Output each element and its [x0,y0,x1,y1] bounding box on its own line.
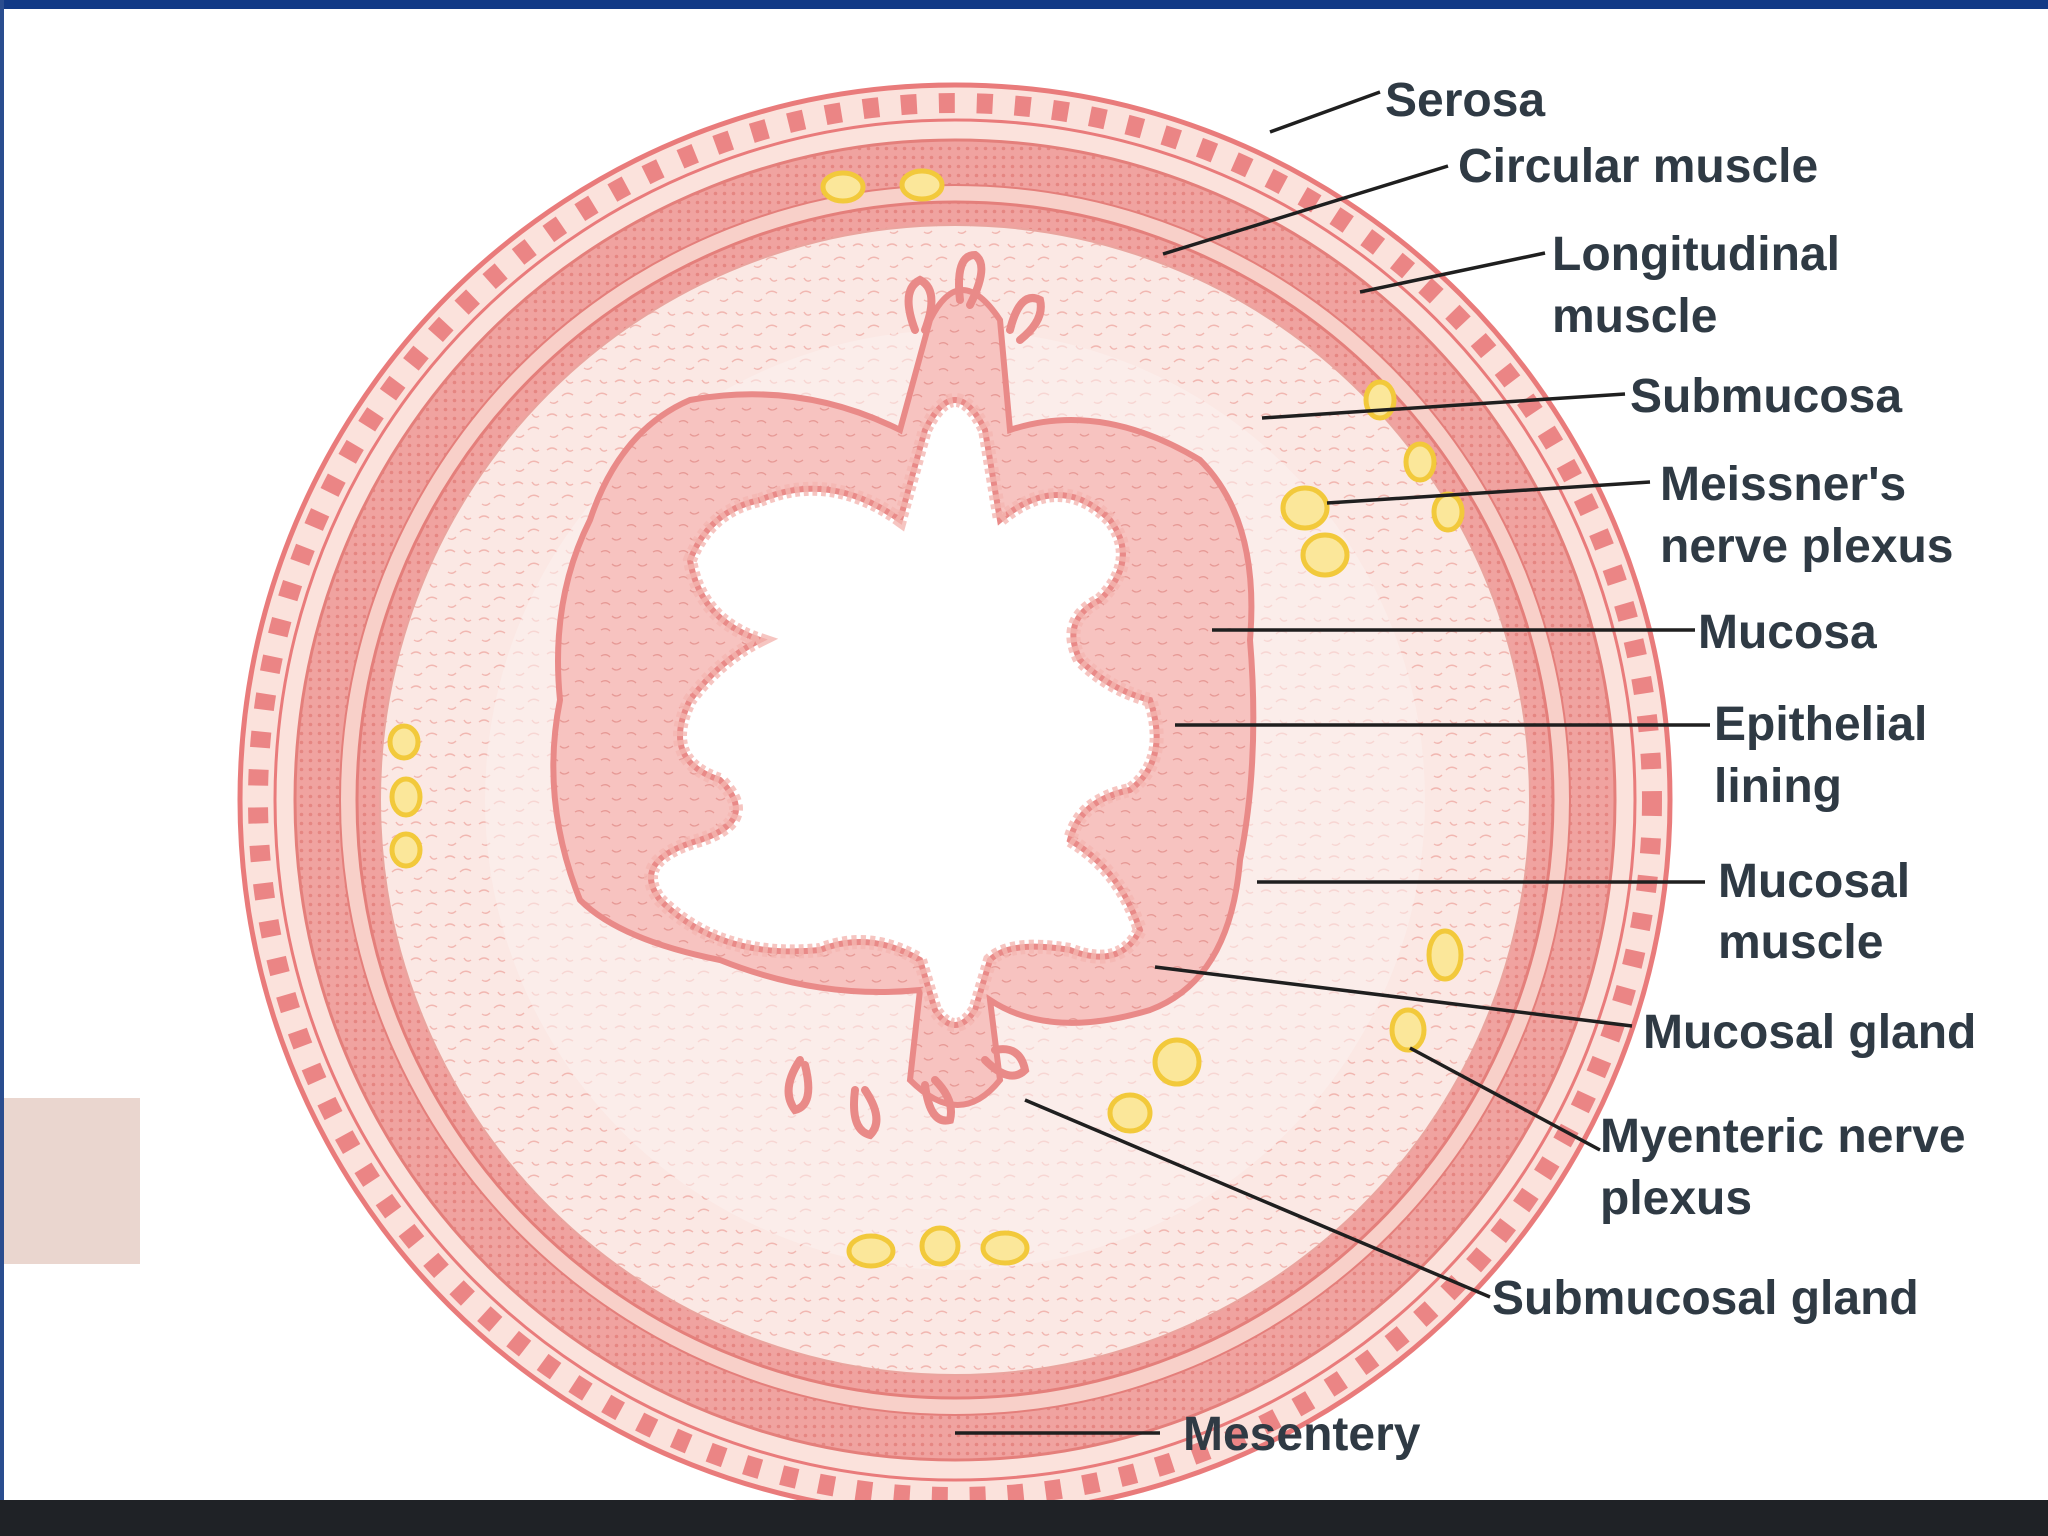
submucosal-gland-bottom [784,1045,1030,1140]
leader-longitudinal-muscle [1359,251,1546,294]
label-mucosal-muscle-2: muscle [1718,916,1883,969]
serosa-cells [248,93,1662,1500]
leader-circular-muscle [1162,164,1449,256]
label-epithelial-2: lining [1714,760,1842,813]
myenteric-plexus-ganglion-icon [387,168,1464,1269]
leader-submucosa [1261,392,1626,420]
leader-meissner [1326,480,1651,505]
label-meissner-1: Meissner's [1660,458,1906,511]
leader-mucosal-gland [1154,965,1633,1028]
top-frame-bar [0,0,2048,9]
side-color-swatch [4,1098,140,1264]
label-longitudinal-muscle-2: muscle [1552,290,1717,343]
label-longitudinal-muscle-1: Longitudinal [1552,228,1840,281]
label-epithelial-1: Epithelial [1714,698,1927,751]
bottom-frame-bar [0,1500,2048,1536]
leader-submucosal-gland [1024,1098,1491,1299]
leader-serosa [1269,90,1381,134]
label-serosa: Serosa [1385,74,1545,127]
label-circular-muscle: Circular muscle [1458,140,1818,193]
label-myenteric-1: Myenteric nerve [1600,1110,1966,1163]
label-mucosal-muscle-1: Mucosal [1718,855,1910,908]
label-myenteric-2: plexus [1600,1172,1752,1225]
left-frame-bar [0,0,4,1536]
gut-cross-section-diagram: Serosa Circular muscle Longitudinal musc… [237,74,1976,1500]
label-submucosa: Submucosa [1630,370,1902,423]
meissner-plexus-ganglion-icon [1280,379,1465,578]
label-mesentery: Mesentery [1183,1408,1421,1461]
submucosal-gland-top [904,250,1045,344]
label-mucosa: Mucosa [1698,606,1877,659]
label-meissner-2: nerve plexus [1660,520,1953,573]
epithelial-lining [644,393,1164,1032]
leader-myenteric [1409,1046,1601,1152]
label-mucosal-gland: Mucosal gland [1643,1006,1976,1059]
label-submucosal-gland: Submucosal gland [1492,1272,1919,1325]
